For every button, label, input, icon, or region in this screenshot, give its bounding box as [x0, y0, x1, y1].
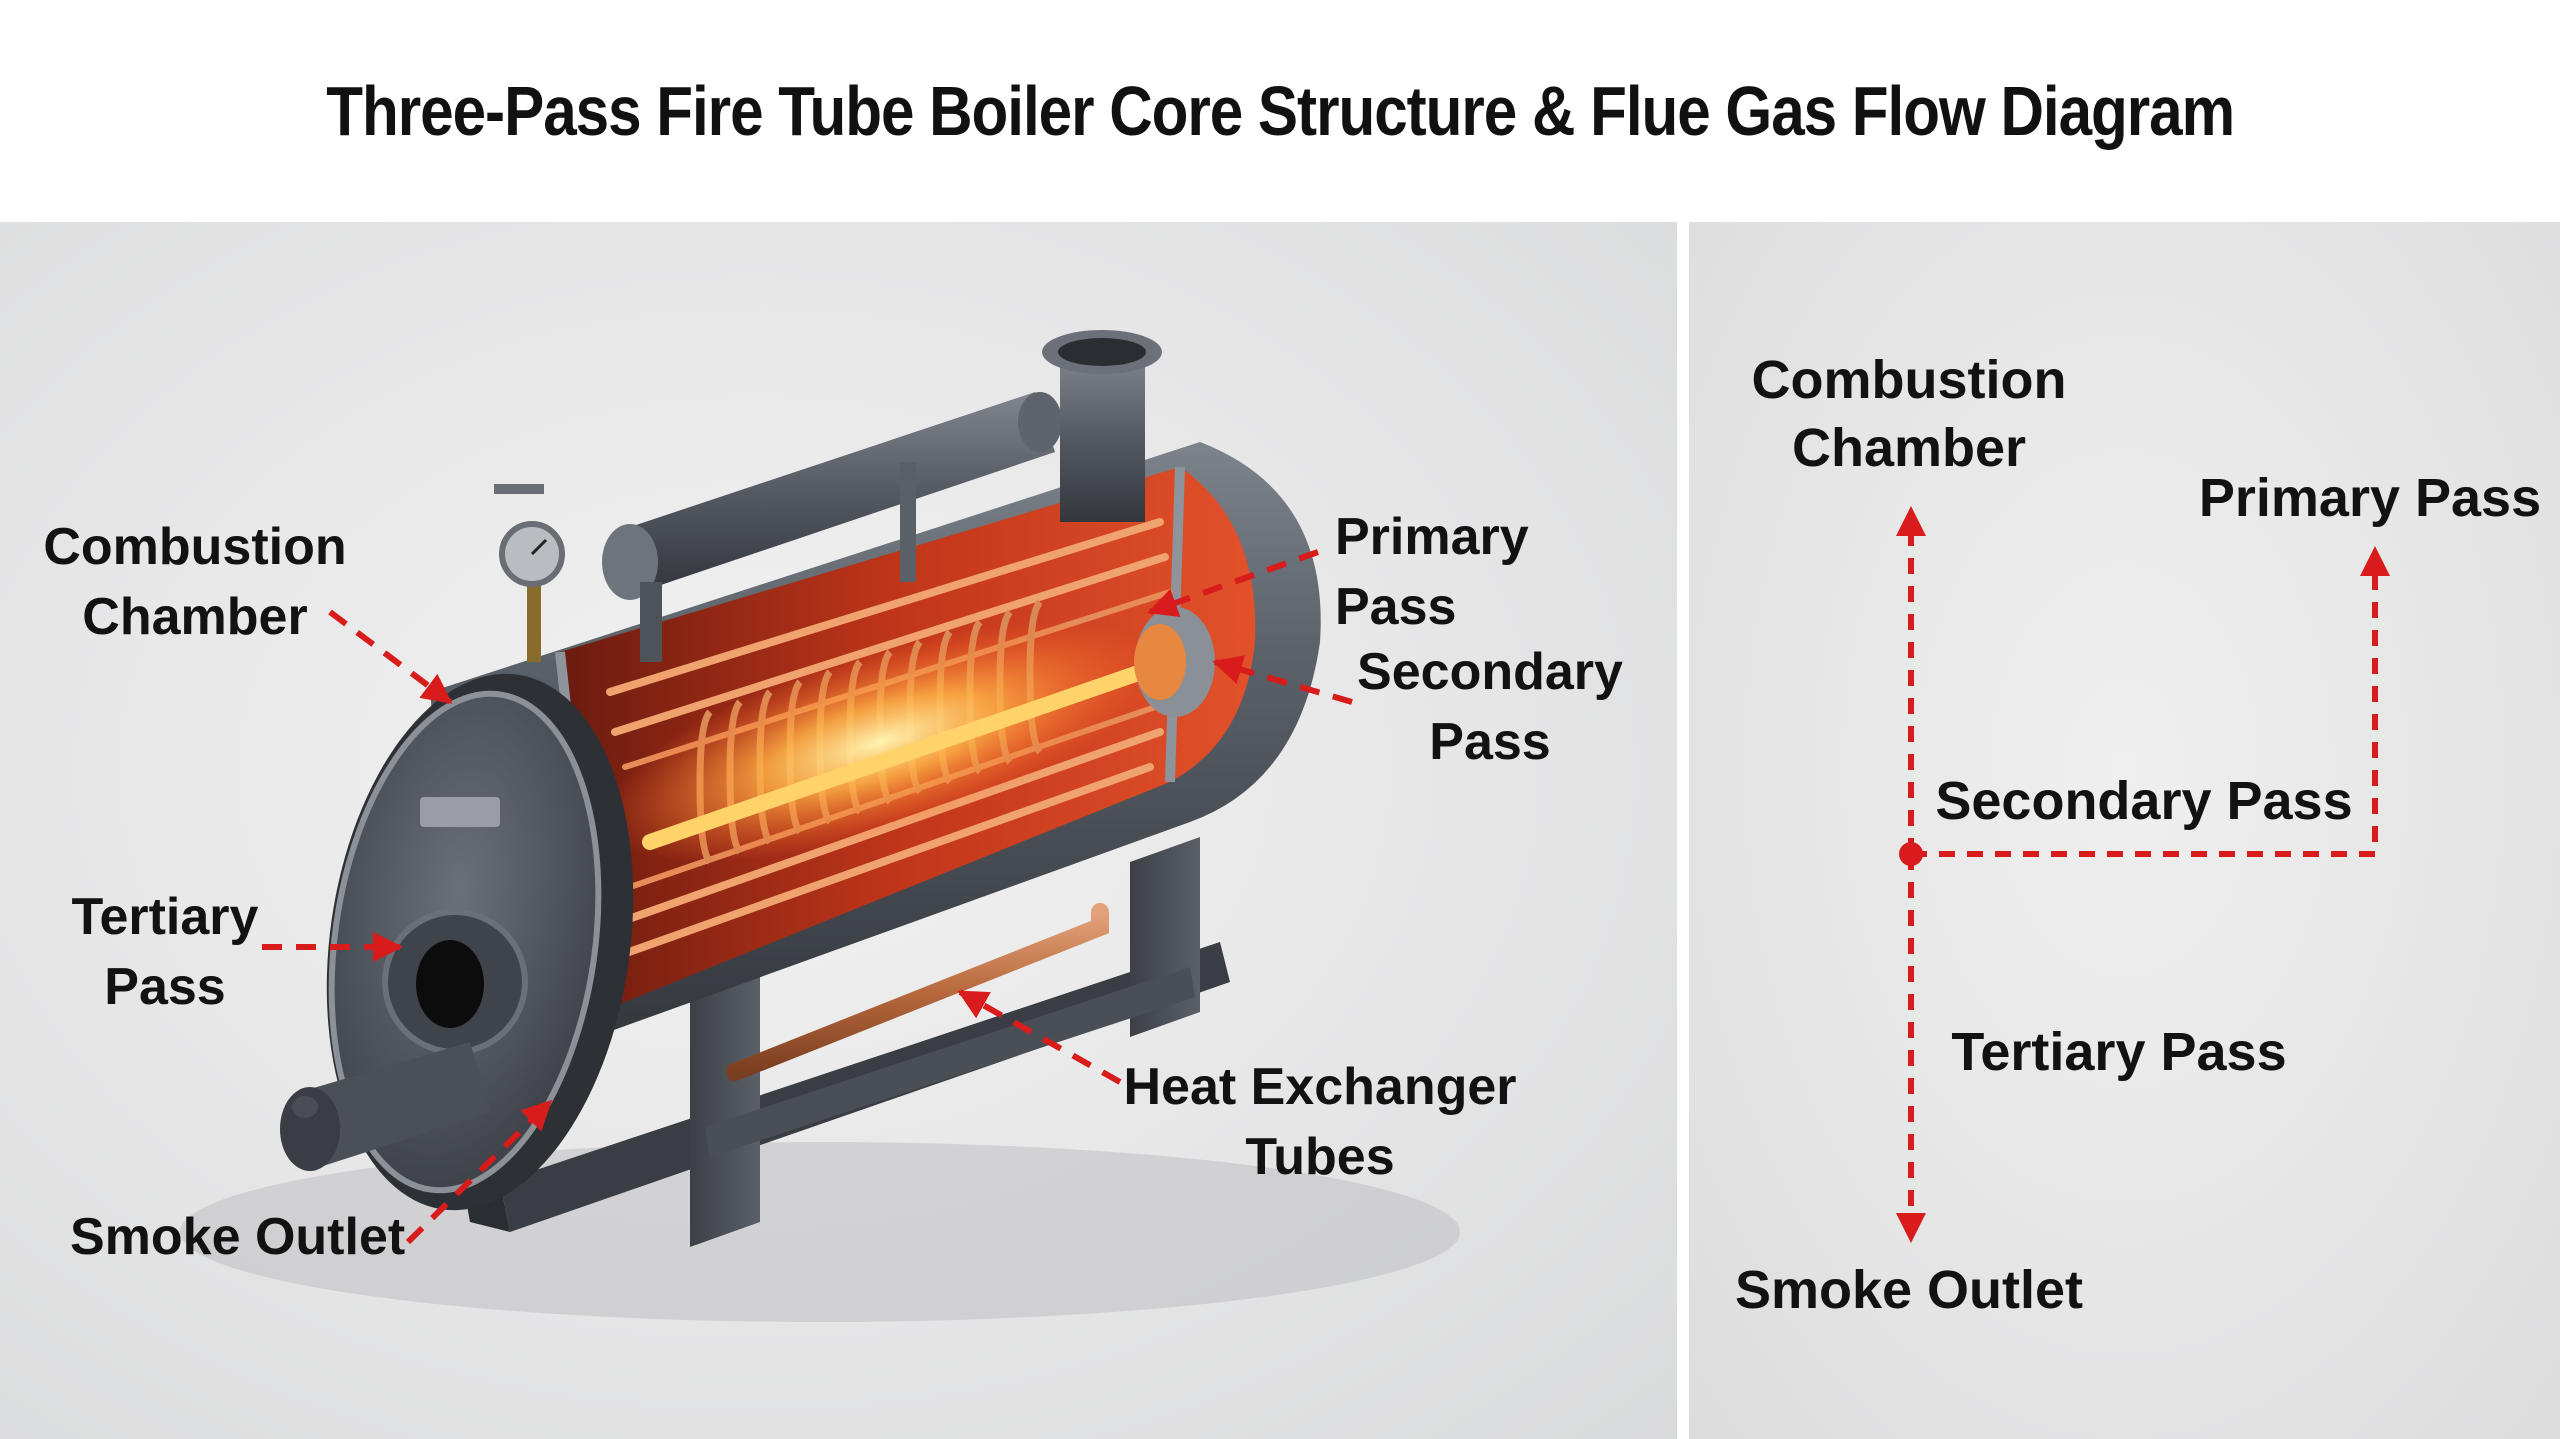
arrow-heat-exchanger-tubes — [957, 989, 1122, 1085]
label-leader-arrows — [262, 549, 1353, 1245]
flow-schematic — [1896, 506, 2390, 1243]
flow-junction-node — [1899, 842, 1923, 866]
arrow-secondary-pass — [1212, 655, 1353, 705]
boiler-illustration — [180, 330, 1460, 1322]
arrow-combustion-chamber — [328, 609, 453, 705]
flow-label-primary-pass: Primary Pass — [2198, 468, 2542, 528]
arrow-primary-pass — [1147, 549, 1320, 618]
label-combustion-chamber: Combustion Chamber — [43, 518, 347, 646]
boiler-stand — [460, 837, 1230, 1247]
flow-label-combustion-chamber: Combustion Chamber — [1751, 350, 2067, 478]
front-door — [382, 909, 528, 1055]
flow-label-smoke-outlet: Smoke Outlet — [1734, 1260, 2084, 1320]
label-secondary-pass: Secondary Pass — [1357, 643, 1623, 771]
title-bar: Three-Pass Fire Tube Boiler Core Structu… — [0, 0, 2560, 222]
smoke-outlet-nozzle — [280, 1042, 490, 1171]
copper-pipe — [726, 903, 1109, 1081]
header-pipe — [602, 392, 1062, 662]
furnace-tube — [642, 654, 1178, 850]
boiler-illustration-panel: Combustion Chamber Primary Pass Secondar… — [0, 222, 1677, 1439]
pressure-gauge-icon — [494, 484, 565, 662]
label-heat-exchanger-tubes: Heat Exchanger Tubes — [1123, 1058, 1517, 1186]
page-title: Three-Pass Fire Tube Boiler Core Structu… — [326, 72, 2235, 150]
flow-label-secondary-pass: Secondary Pass — [1935, 771, 2353, 831]
flow-label-tertiary-pass: Tertiary Pass — [1951, 1022, 2287, 1082]
panel-divider — [1677, 222, 1689, 1439]
chimney — [1042, 330, 1162, 522]
rear-burner — [1134, 607, 1215, 717]
label-smoke-outlet: Smoke Outlet — [70, 1208, 406, 1266]
label-tertiary-pass: Tertiary Pass — [71, 888, 259, 1016]
label-primary-pass: Primary Pass — [1335, 508, 1529, 636]
flow-path-secondary-primary — [1911, 546, 2390, 857]
flow-schematic-panel: Combustion Chamber Primary Pass Secondar… — [1689, 222, 2560, 1439]
